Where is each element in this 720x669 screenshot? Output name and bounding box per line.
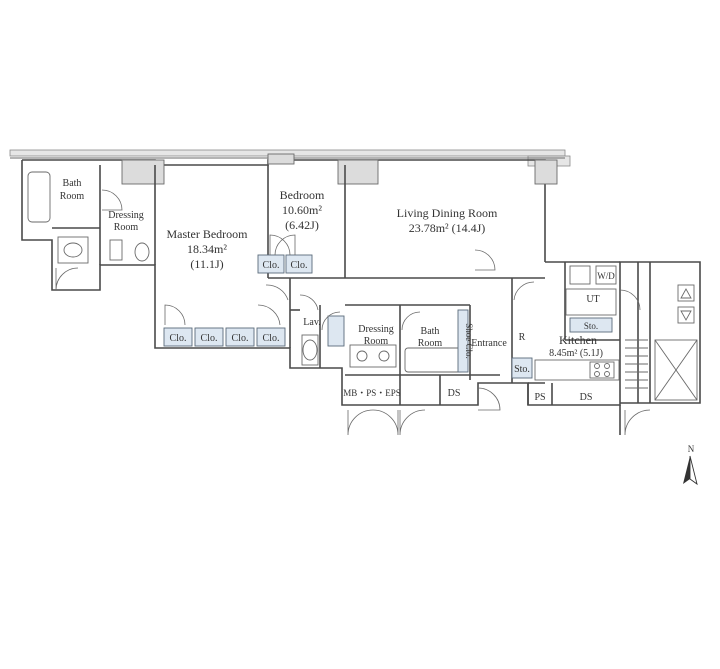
toilet-left-tank xyxy=(109,239,123,261)
toilet-center xyxy=(302,339,318,361)
label-closet-master-2: Clo. xyxy=(201,333,218,344)
label-washer-dryer: W/D xyxy=(597,271,615,281)
shoe-closet xyxy=(457,309,469,373)
closet-bedroom-2 xyxy=(285,254,313,274)
label-master-bedroom: Master Bedroom xyxy=(167,227,249,241)
label-entrance: Entrance xyxy=(471,338,507,349)
label-meter-box: MB・PS・EPS xyxy=(343,388,401,398)
closet-bedroom-1 xyxy=(257,254,285,274)
label-bath-center-2: Room xyxy=(418,338,443,349)
sink-utility xyxy=(569,265,591,285)
stove xyxy=(589,361,615,379)
label-living-area: 23.78m² (14.4J) xyxy=(409,221,486,235)
label-kitchen: Kitchen xyxy=(559,333,597,347)
label-dressing-left-1: Dressing xyxy=(108,210,144,221)
label-closet-master-3: Clo. xyxy=(232,333,249,344)
lav-cabinet xyxy=(327,315,345,347)
label-closet-master-1: Clo. xyxy=(170,333,187,344)
storage-kitchen xyxy=(569,317,613,333)
label-bedroom-jo: (6.42J) xyxy=(285,218,319,232)
label-storage-entrance: Sto. xyxy=(514,364,530,375)
label-master-jo: (11.1J) xyxy=(190,257,223,271)
label-closet-master-4: Clo. xyxy=(263,333,280,344)
room-labels: Bath Room Dressing Room Master Bedroom 1… xyxy=(60,178,615,403)
bathtub-left xyxy=(27,171,51,223)
label-living: Living Dining Room xyxy=(397,206,498,220)
label-bath-center-1: Bath xyxy=(421,326,440,337)
label-bath-left-2: Room xyxy=(60,191,85,202)
utility-tub xyxy=(565,288,617,316)
label-duct-space-kitchen: DS xyxy=(580,392,593,403)
label-dressing-center-2: Room xyxy=(364,336,389,347)
label-closet-bedroom-2: Clo. xyxy=(291,260,308,271)
label-lav: Lav. xyxy=(303,317,320,328)
label-kitchen-area: 8.45m² (5.1J) xyxy=(549,348,603,359)
north-arrow-icon: N xyxy=(683,444,698,486)
bathtub-center xyxy=(404,347,464,373)
toilet-left xyxy=(134,242,150,262)
storage-entrance xyxy=(511,357,533,379)
label-utility: UT xyxy=(586,294,599,305)
doors xyxy=(55,189,651,436)
fixtures xyxy=(27,171,698,401)
label-bedroom-area: 10.60m² xyxy=(282,203,322,217)
closet-labels: Clo. Clo. Clo. Clo. Clo. Clo. xyxy=(170,260,308,344)
label-dressing-left-2: Room xyxy=(114,222,139,233)
closet-master-1 xyxy=(163,327,193,347)
label-closet-bedroom-1: Clo. xyxy=(263,260,280,271)
bedroom-closets xyxy=(257,254,313,274)
label-pipe-space: PS xyxy=(534,392,545,403)
label-shoe-closet: Shoe Clo. xyxy=(464,323,474,359)
closet-master-3 xyxy=(225,327,255,347)
washer-dryer xyxy=(595,265,617,285)
label-bath-left-1: Bath xyxy=(63,178,82,189)
north-label: N xyxy=(688,444,695,454)
vanity xyxy=(349,344,397,368)
closet-master-2 xyxy=(194,327,224,347)
label-duct-space-center: DS xyxy=(448,388,461,399)
label-storage-kitchen: Sto. xyxy=(584,321,598,331)
elevator-up xyxy=(677,284,695,302)
closet-master-4 xyxy=(256,327,286,347)
label-bedroom: Bedroom xyxy=(280,188,325,202)
label-refrigerator: R xyxy=(519,332,526,343)
master-closets xyxy=(163,327,286,347)
structural-columns xyxy=(121,153,558,185)
label-master-area: 18.34m² xyxy=(187,242,227,256)
label-dressing-center-1: Dressing xyxy=(358,324,394,335)
